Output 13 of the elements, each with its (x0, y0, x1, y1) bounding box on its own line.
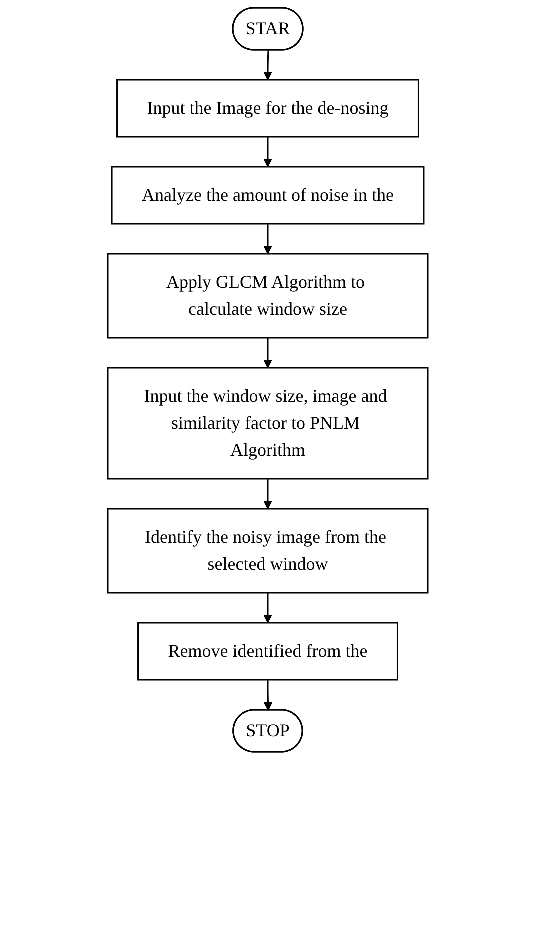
arrow (264, 479, 272, 510)
node-box: Identify the noisy image from the selected window (107, 508, 429, 594)
node-box: Input the window size, image and similarity factor to PNLM Algorithm (107, 367, 429, 480)
arrow (264, 593, 272, 624)
arrow (264, 680, 273, 711)
arrow (264, 338, 272, 368)
arrow (264, 137, 272, 168)
node-box: Input the Image for the de-nosing (116, 79, 420, 138)
node-box: Analyze the amount of noise in the (111, 166, 425, 225)
node-box: Remove identified from the (138, 622, 398, 681)
arrow (264, 224, 272, 254)
arrow (264, 50, 272, 80)
node-box: Apply GLCM Algorithm to calculate window size (107, 253, 429, 339)
